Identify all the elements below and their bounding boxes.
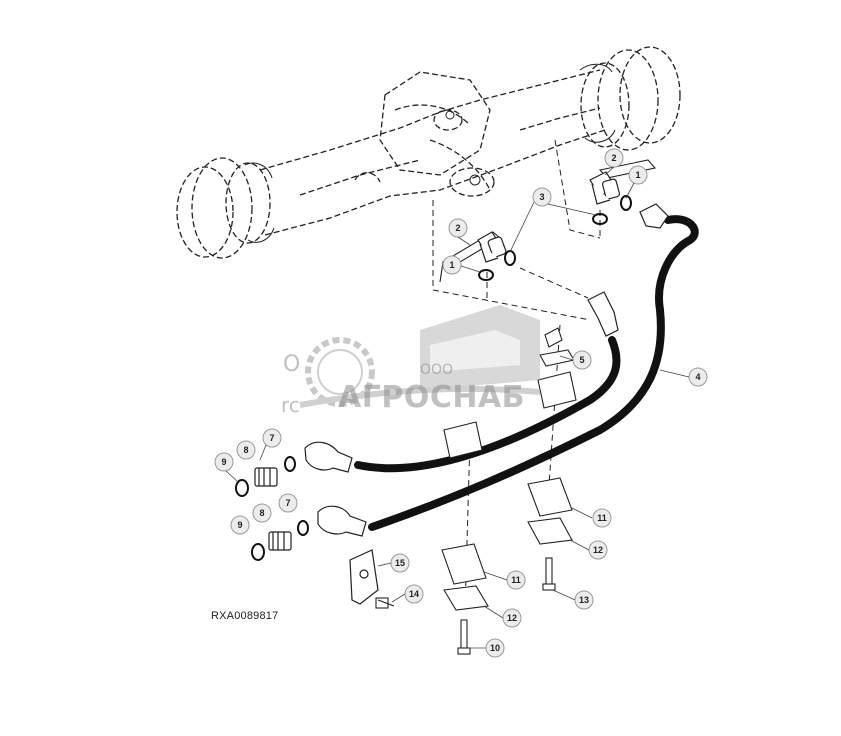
hose-4 (368, 215, 699, 531)
callout-10: 10 (490, 643, 500, 653)
hose-fittings (304, 203, 669, 537)
callout-11-right: 11 (597, 513, 607, 523)
clip-15 (349, 549, 379, 605)
watermark-company-name: АГРОСНАБ (338, 380, 526, 415)
callout-4: 4 (695, 372, 700, 382)
axle-housing-detail (244, 63, 616, 243)
callout-5: 5 (579, 355, 584, 365)
callout-12-right: 12 (593, 545, 603, 555)
callout-8-lower: 8 (259, 508, 264, 518)
callout-2-left: 2 (455, 223, 460, 233)
reference-code: RXA0089817 (211, 610, 279, 622)
adapter-upper (254, 467, 278, 487)
callout-13: 13 (579, 595, 589, 605)
callout-14: 14 (409, 589, 419, 599)
callout-12-left: 12 (507, 613, 517, 623)
callout-1-left: 1 (449, 260, 454, 270)
callout-11-left: 11 (511, 575, 521, 585)
callout-7-lower: 7 (285, 498, 290, 508)
o-rings (235, 195, 632, 561)
callout-bubbles (214, 148, 708, 658)
watermark-logo (299, 305, 541, 408)
callout-8-upper: 8 (243, 445, 248, 455)
watermark-prefix: ООО (420, 362, 454, 378)
watermark-fragment-2: rc (281, 393, 300, 417)
callout-2-right: 2 (611, 153, 616, 163)
axle-housing (176, 46, 681, 259)
callout-labels: 2 1 3 2 1 4 5 7 8 9 7 8 9 11 12 13 15 14… (221, 153, 700, 653)
bolts (375, 557, 556, 655)
adapter-lower (268, 531, 292, 551)
callout-9-lower: 9 (237, 520, 242, 530)
callout-15: 15 (395, 558, 405, 568)
callout-1-right: 1 (635, 170, 640, 180)
elbow-fitting-right (589, 171, 621, 205)
callout-leaders (225, 166, 690, 649)
callout-9-upper: 9 (221, 457, 226, 467)
callout-3: 3 (539, 192, 544, 202)
hose-5 (354, 336, 621, 473)
callout-7-upper: 7 (269, 433, 274, 443)
watermark-fragment-1: O (283, 352, 301, 377)
elbow-fitting-left (477, 231, 507, 263)
